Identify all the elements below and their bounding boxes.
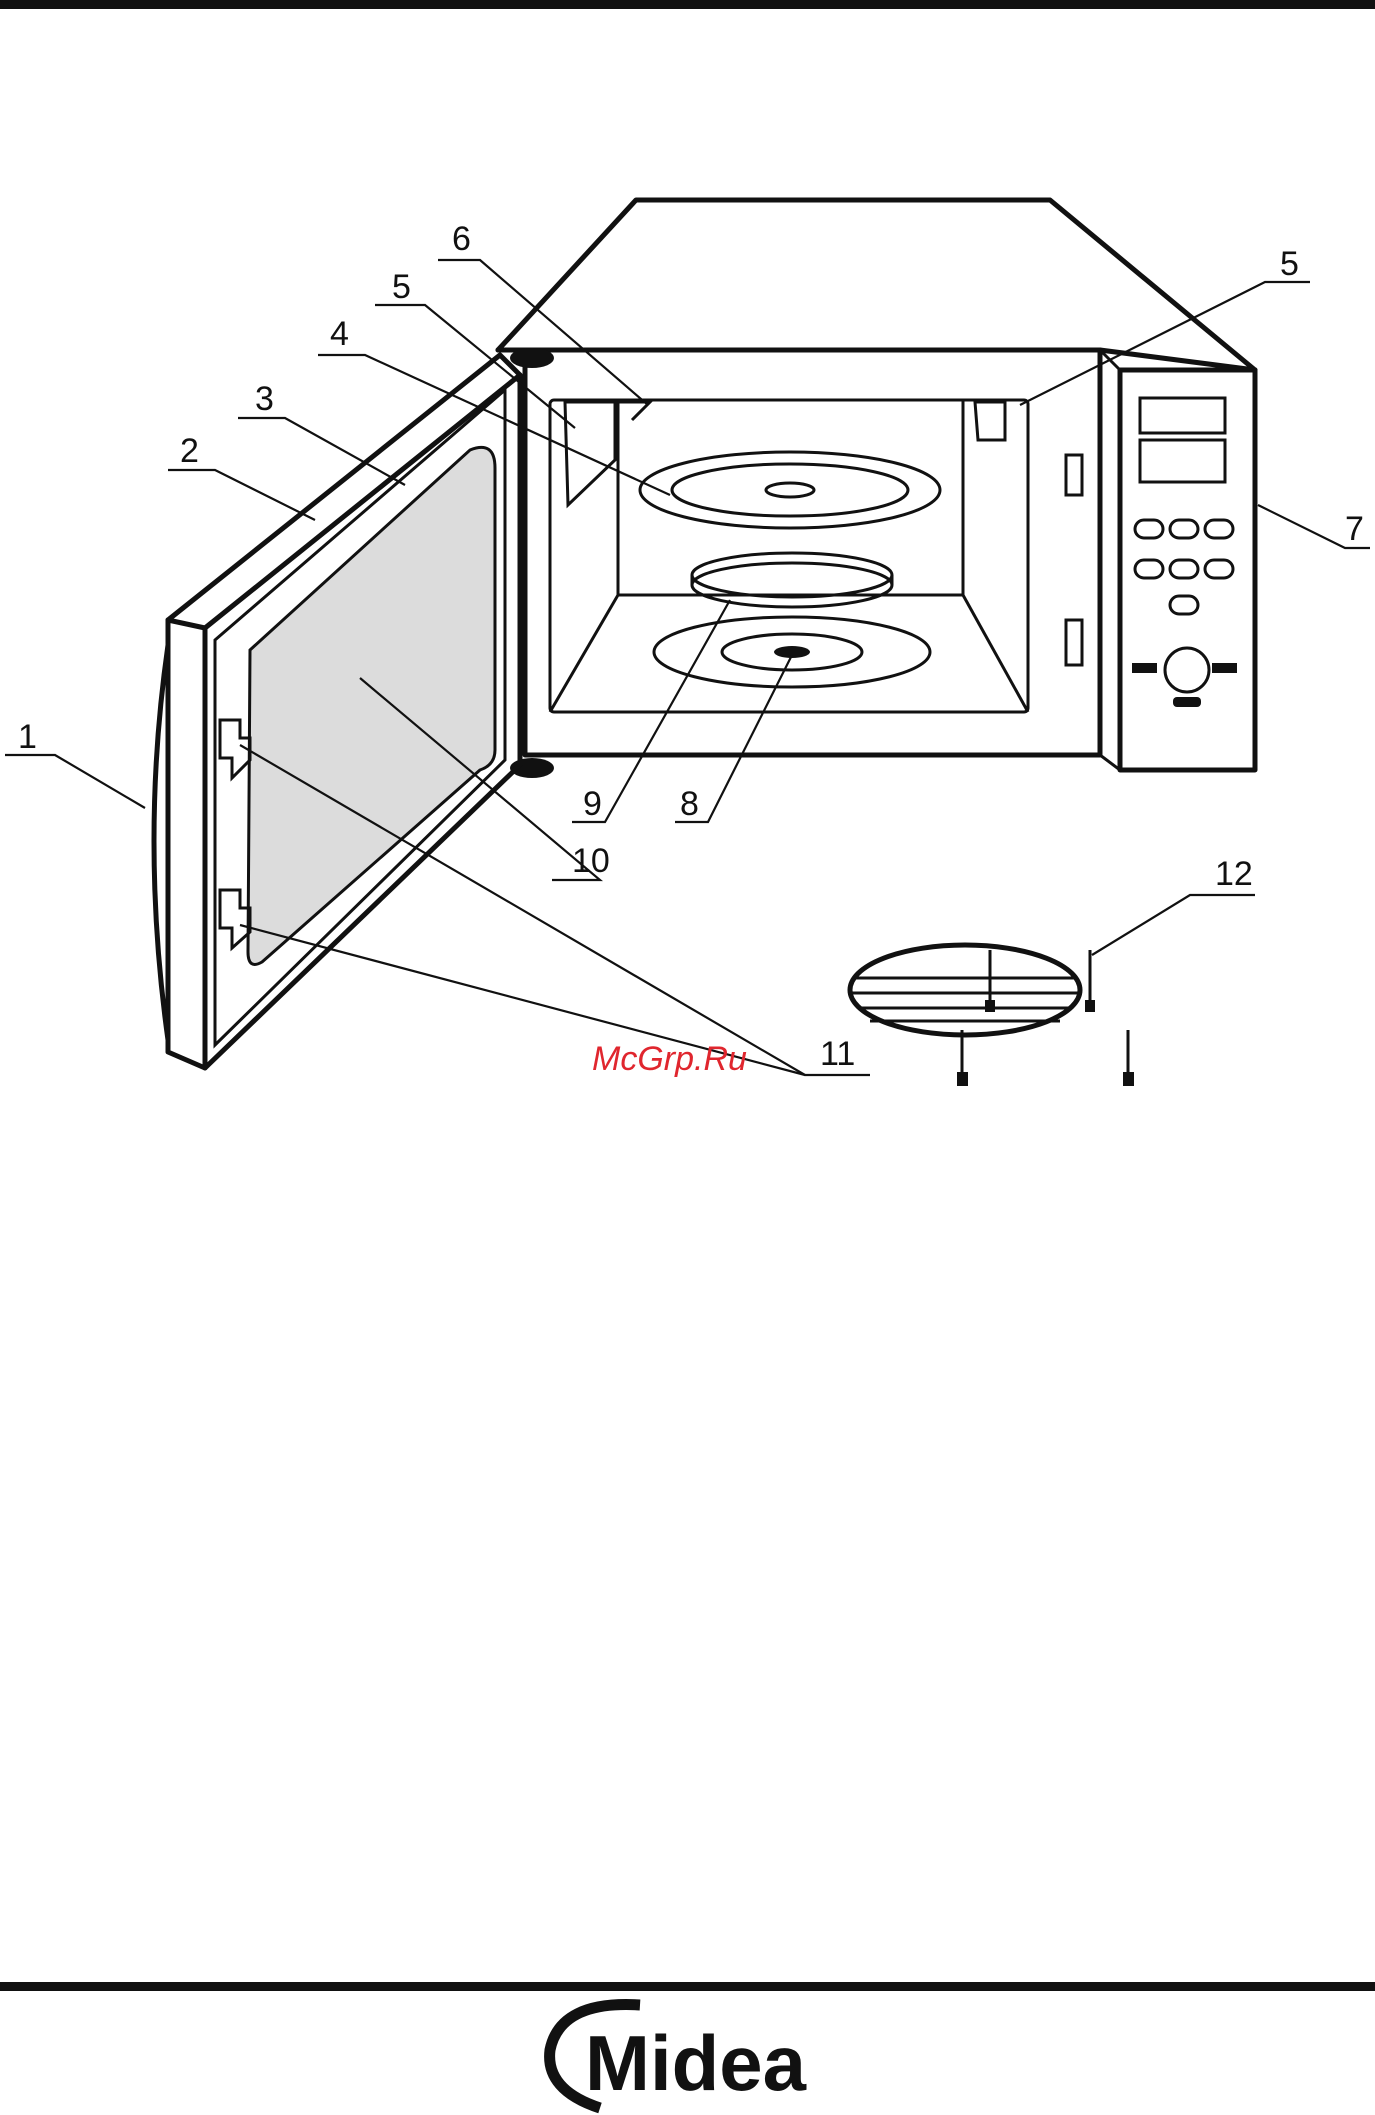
callout-5-right: 5 <box>1280 245 1299 283</box>
callout-5-left: 5 <box>392 268 411 306</box>
callout-1: 1 <box>18 718 37 756</box>
callout-8: 8 <box>680 785 699 823</box>
bottom-rule <box>0 1982 1375 1991</box>
grill-rack <box>850 945 1134 1086</box>
microwave-body <box>498 200 1255 778</box>
callout-4: 4 <box>330 315 349 353</box>
callout-6: 6 <box>452 220 471 258</box>
callout-7: 7 <box>1345 510 1364 548</box>
callout-3: 3 <box>255 380 274 418</box>
open-door <box>154 355 520 1068</box>
top-rule <box>0 0 1375 9</box>
callout-2: 2 <box>180 432 199 470</box>
callout-10: 10 <box>572 842 610 880</box>
callout-12: 12 <box>1215 855 1253 893</box>
brand-name: Midea <box>585 2019 807 2107</box>
callout-9: 9 <box>583 785 602 823</box>
watermark: McGrp.Ru <box>592 1040 747 1078</box>
brand-logo: Midea <box>550 2005 807 2108</box>
callout-11: 11 <box>820 1035 855 1073</box>
